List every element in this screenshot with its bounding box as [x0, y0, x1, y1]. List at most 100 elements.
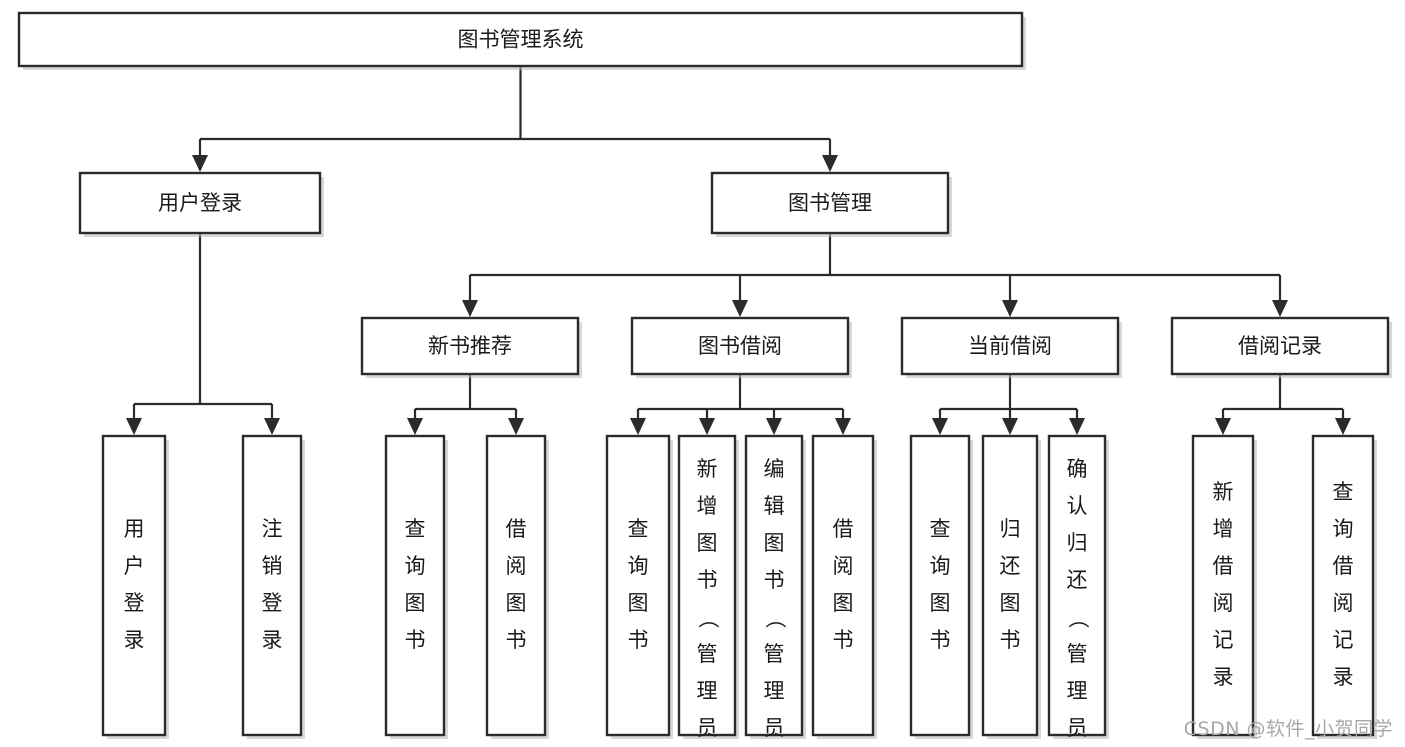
node-leaf-3[interactable] [485, 434, 549, 739]
node-label-level2-2: 当前借阅 [968, 334, 1052, 358]
node-leaf-8[interactable] [909, 434, 973, 739]
svg-text:图: 图 [506, 591, 527, 615]
node-level2-0[interactable] [360, 316, 582, 378]
node-rect[interactable] [710, 171, 950, 235]
svg-text:书: 书 [697, 568, 718, 592]
node-rect[interactable] [78, 171, 322, 235]
node-rect[interactable] [811, 434, 875, 737]
svg-text:借: 借 [833, 517, 854, 541]
svg-text:增: 增 [1213, 517, 1234, 541]
node-leaf-0[interactable] [101, 434, 169, 739]
arrow-head-icon [264, 418, 280, 435]
svg-text:员: 员 [764, 716, 785, 740]
node-rect[interactable] [744, 434, 804, 737]
svg-text:管: 管 [1067, 642, 1088, 666]
svg-text:查: 查 [930, 517, 951, 541]
node-level1-0[interactable] [78, 171, 324, 237]
svg-text:阅: 阅 [506, 554, 527, 578]
node-root-0[interactable] [17, 11, 1026, 70]
svg-text:录: 录 [1333, 665, 1354, 689]
node-rect[interactable] [384, 434, 446, 737]
arrow-head-icon [1069, 418, 1085, 435]
node-leaf-6[interactable] [744, 434, 806, 739]
svg-text:员: 员 [697, 716, 718, 740]
svg-text:还: 还 [1067, 568, 1088, 592]
node-rect[interactable] [485, 434, 547, 737]
watermark-text: CSDN @软件_小贺同学 [1183, 718, 1393, 740]
svg-text:图: 图 [628, 591, 649, 615]
node-label-level1-0: 用户登录 [158, 191, 242, 215]
svg-text:管: 管 [697, 642, 718, 666]
svg-text:（: （ [1066, 608, 1090, 629]
node-rect[interactable] [360, 316, 580, 376]
node-leaf-1[interactable] [241, 434, 305, 739]
svg-text:增: 增 [697, 494, 718, 518]
arrow-head-icon [630, 418, 646, 435]
svg-text:借: 借 [506, 517, 527, 541]
node-rect[interactable] [1170, 316, 1390, 376]
node-rect[interactable] [101, 434, 167, 737]
arrow-head-icon [732, 300, 748, 317]
svg-text:查: 查 [1333, 480, 1354, 504]
node-rect[interactable] [1191, 434, 1255, 737]
svg-text:归: 归 [1000, 517, 1021, 541]
node-label-level2-1: 图书借阅 [698, 334, 782, 358]
node-level1-1[interactable] [710, 171, 952, 237]
svg-text:图: 图 [1000, 591, 1021, 615]
node-leaf-11[interactable] [1191, 434, 1257, 739]
node-leaf-2[interactable] [384, 434, 448, 739]
arrow-head-icon [835, 418, 851, 435]
node-level2-3[interactable] [1170, 316, 1392, 378]
svg-text:新: 新 [1213, 480, 1234, 504]
node-leaf-5[interactable] [677, 434, 739, 739]
node-rect[interactable] [17, 11, 1024, 68]
svg-text:录: 录 [124, 628, 145, 652]
node-rect[interactable] [605, 434, 671, 737]
svg-text:借: 借 [1333, 554, 1354, 578]
svg-text:用: 用 [124, 517, 145, 541]
node-leaf-7[interactable] [811, 434, 877, 739]
node-leaf-4[interactable] [605, 434, 673, 739]
arrow-head-icon [766, 418, 782, 435]
node-rect[interactable] [909, 434, 971, 737]
arrow-head-icon [1002, 418, 1018, 435]
svg-text:理: 理 [764, 679, 785, 703]
svg-text:登: 登 [262, 591, 283, 615]
arrow-head-icon [1335, 418, 1351, 435]
svg-text:图: 图 [833, 591, 854, 615]
node-level2-2[interactable] [900, 316, 1122, 378]
arrow-head-icon [192, 155, 208, 172]
node-label-level1-1: 图书管理 [788, 191, 872, 215]
node-leaf-9[interactable] [981, 434, 1041, 739]
svg-text:书: 书 [930, 628, 951, 652]
svg-text:图: 图 [930, 591, 951, 615]
node-rect[interactable] [900, 316, 1120, 376]
svg-text:书: 书 [506, 628, 527, 652]
svg-text:阅: 阅 [833, 554, 854, 578]
node-level2-1[interactable] [630, 316, 852, 378]
svg-text:销: 销 [262, 554, 283, 578]
node-rect[interactable] [1311, 434, 1375, 737]
node-rect[interactable] [1047, 434, 1107, 737]
arrow-head-icon [822, 155, 838, 172]
node-rect[interactable] [241, 434, 303, 737]
node-rect[interactable] [981, 434, 1039, 737]
node-leaf-12[interactable] [1311, 434, 1377, 739]
svg-text:（: （ [763, 608, 787, 629]
node-leaf-10[interactable] [1047, 434, 1109, 739]
node-rect[interactable] [677, 434, 737, 737]
svg-text:理: 理 [1067, 679, 1088, 703]
arrow-head-icon [1272, 300, 1288, 317]
svg-text:录: 录 [262, 628, 283, 652]
arrow-head-icon [699, 418, 715, 435]
svg-text:阅: 阅 [1333, 591, 1354, 615]
node-rect[interactable] [630, 316, 850, 376]
